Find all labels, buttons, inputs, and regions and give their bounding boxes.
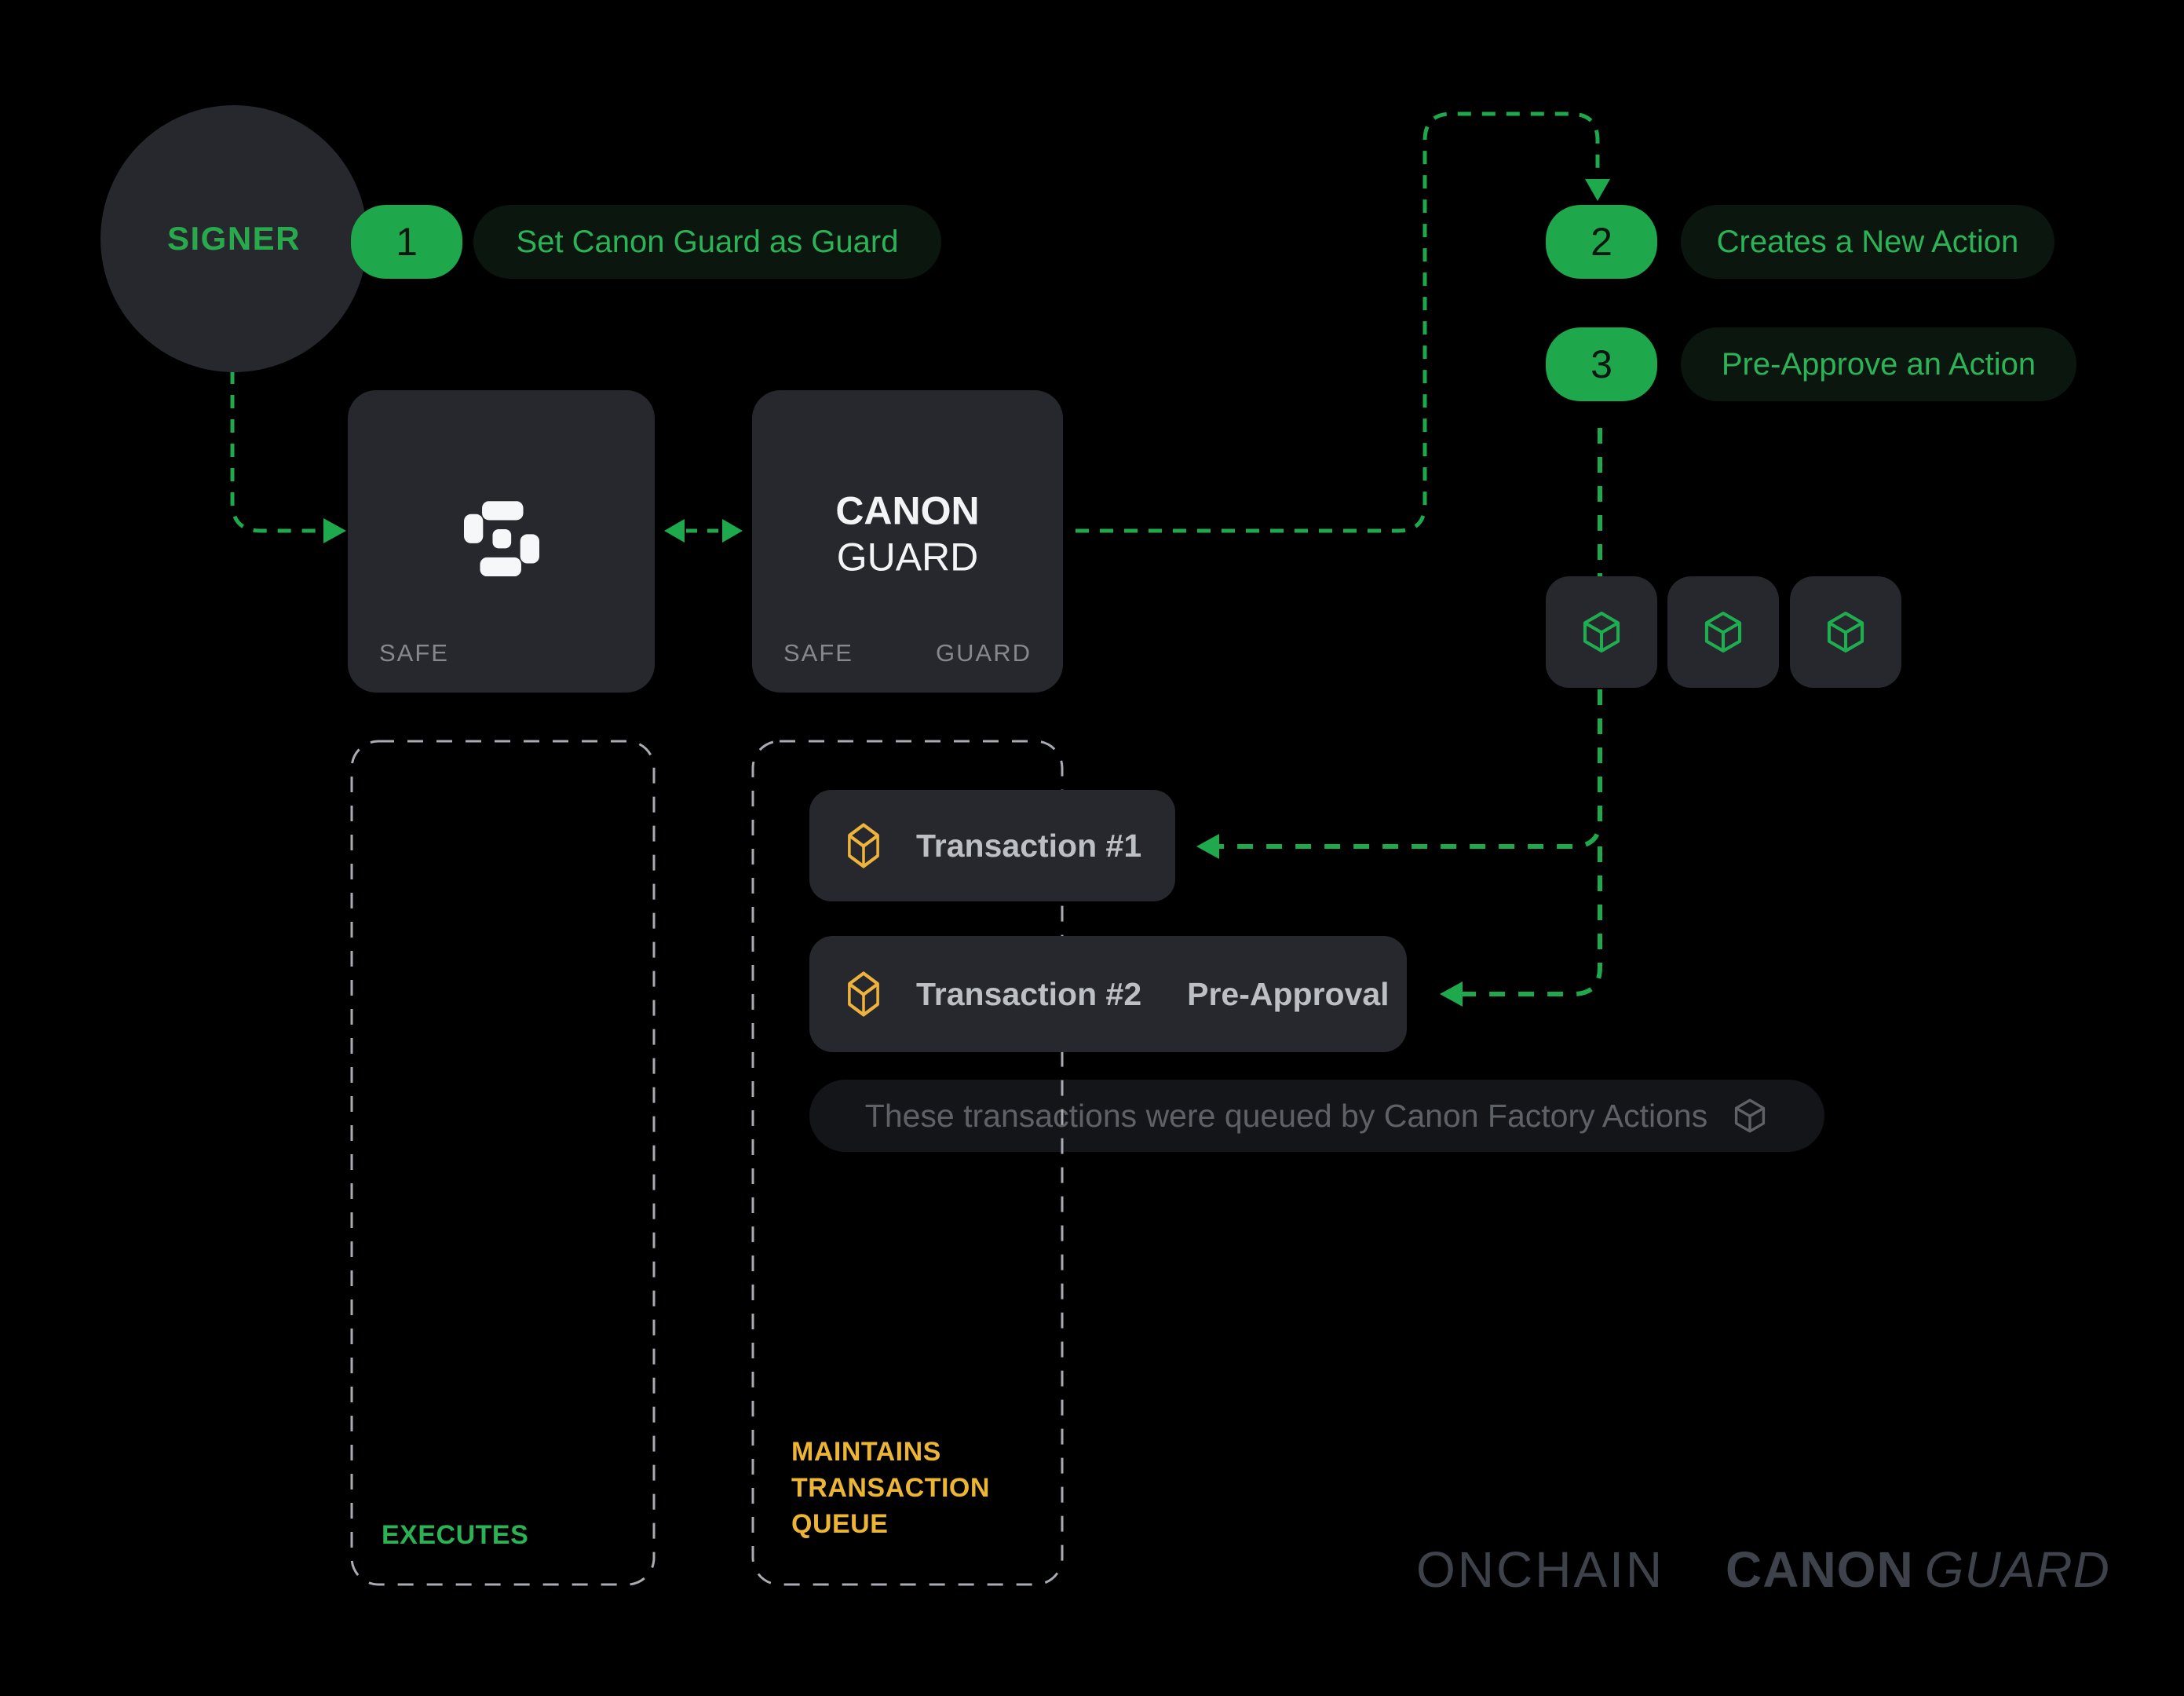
arrowhead-into-safe — [323, 518, 346, 543]
queue-note-text: These transactions were queued by Canon … — [864, 1097, 1708, 1134]
step-2-number: 2 — [1546, 205, 1657, 279]
maintains-queue-zone-label: MAINTAINS TRANSACTION QUEUE — [791, 1437, 990, 1540]
arrow-signer-to-safe — [230, 371, 327, 533]
line-to-tx2 — [1462, 846, 1602, 996]
canon-title-line2: GUARD — [836, 535, 979, 579]
arrowhead-into-step2 — [1585, 179, 1610, 201]
executes-zone-label: EXECUTES — [382, 1520, 529, 1550]
action-block-1 — [1546, 576, 1657, 688]
cube-icon — [1823, 609, 1868, 655]
step-1-label: Set Canon Guard as Guard — [473, 205, 941, 279]
arrowhead-into-tx2 — [1440, 981, 1463, 1007]
arrow-canon-to-step2 — [1076, 111, 1600, 533]
footer-brand-bold: CANON — [1726, 1541, 1914, 1598]
step-3-label-text: Pre-Approve an Action — [1721, 346, 2036, 382]
step-3-number-text: 3 — [1591, 342, 1612, 386]
canon-box-safe-label: SAFE — [783, 639, 853, 667]
arrowhead-left — [664, 519, 685, 543]
canon-box-guard-label: GUARD — [936, 639, 1032, 667]
cube-icon — [1579, 609, 1624, 655]
signer-node: SIGNER — [100, 105, 367, 372]
line-step3-down — [1218, 428, 1602, 849]
step-3-number: 3 — [1546, 327, 1657, 401]
step-1-number: 1 — [351, 205, 462, 279]
footer-brand-italic: GUARD — [1924, 1541, 2110, 1598]
transaction-1-row: Transaction #1 — [809, 790, 1175, 901]
canon-guard-node: CANON GUARD SAFE GUARD — [752, 390, 1063, 693]
step-2-label-text: Creates a New Action — [1716, 224, 2019, 259]
transaction-2-tag: Pre-Approval — [1187, 975, 1390, 1012]
canon-title-line1: CANON — [835, 488, 980, 533]
footer-onchain-text: ONCHAIN — [1416, 1541, 1665, 1598]
step-3-label: Pre-Approve an Action — [1681, 327, 2076, 401]
action-block-2 — [1667, 576, 1779, 688]
cube-icon — [1700, 609, 1746, 655]
safe-box-label: SAFE — [379, 639, 449, 667]
step-1-number-text: 1 — [396, 220, 418, 264]
cube-icon — [848, 971, 879, 1017]
canon-guard-title: CANON GUARD — [752, 488, 1063, 580]
transaction-1-title: Transaction #1 — [916, 827, 1142, 864]
safe-node: SAFE — [348, 390, 655, 693]
cube-icon — [1735, 1098, 1766, 1133]
transaction-2-title: Transaction #2 — [916, 975, 1142, 1012]
action-block-3 — [1790, 576, 1901, 688]
transaction-2-row: Transaction #2 Pre-Approval — [809, 936, 1407, 1052]
step-2-number-text: 2 — [1591, 220, 1612, 264]
cube-icon — [848, 823, 879, 868]
signer-label: SIGNER — [166, 220, 301, 257]
step-2-label: Creates a New Action — [1681, 205, 2054, 279]
step-1-label-text: Set Canon Guard as Guard — [516, 224, 899, 259]
queue-note-pill: These transactions were queued by Canon … — [809, 1080, 1824, 1152]
arrowhead-right — [722, 519, 743, 543]
safe-logo-icon — [463, 500, 539, 576]
arrowhead-into-tx1 — [1196, 834, 1219, 859]
